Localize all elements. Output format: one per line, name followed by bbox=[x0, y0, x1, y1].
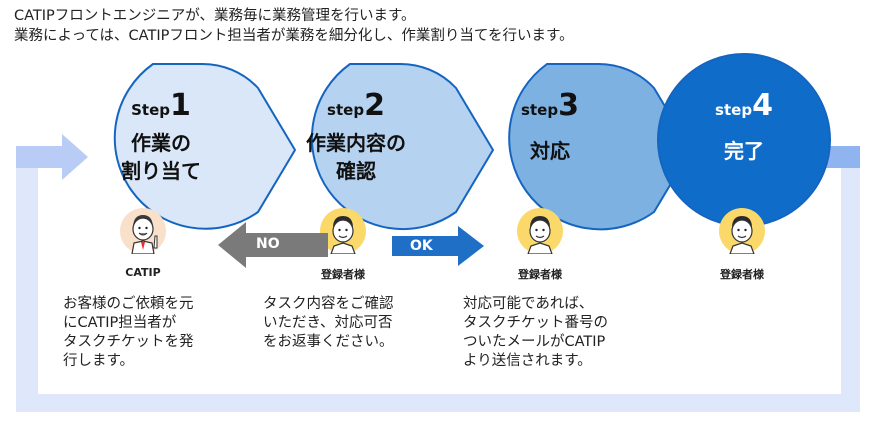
step-2-description-line: をお返事ください。 bbox=[263, 334, 394, 350]
step-3-shape bbox=[508, 62, 693, 231]
step-1-label: Step bbox=[131, 101, 170, 119]
step-2-title: 作業内容の 確認 bbox=[276, 129, 436, 185]
person-label-catip: CATIP bbox=[125, 266, 161, 279]
step-3-description: 対応可能であれば、 タスクチケット番号の ついたメールがCATIP より送信され… bbox=[463, 295, 608, 371]
person-label-3: 登録者様 bbox=[518, 268, 562, 281]
ok-arrow bbox=[392, 226, 484, 266]
step-3: step3 対応 bbox=[475, 88, 625, 165]
person-icon bbox=[527, 216, 553, 254]
step-2-description: タスク内容をご確認 いただき、対応可否 をお返事ください。 bbox=[263, 295, 394, 352]
step-1-description: お客様のご依頼を元 にCATIP担当者が タスクチケットを発 行します。 bbox=[63, 295, 194, 371]
step-1-title-line-2: 割り当て bbox=[121, 159, 201, 183]
step-1-number: 1 bbox=[170, 88, 191, 123]
step-3-description-line: タスクチケット番号の bbox=[463, 315, 608, 331]
step-3-description-line: 対応可能であれば、 bbox=[463, 296, 594, 312]
step-1: Step1 作業の 割り当て bbox=[86, 88, 236, 185]
step-2-description-line: タスク内容をご確認 bbox=[263, 296, 394, 312]
step-3-title-line-1: 対応 bbox=[530, 139, 570, 163]
person-pointing-icon bbox=[131, 215, 158, 254]
intro-line-1: CATIPフロントエンジニアが、業務毎に業務管理を行います。 bbox=[14, 8, 416, 24]
person-icon bbox=[729, 216, 755, 254]
loop-frame-bottom bbox=[16, 394, 860, 412]
avatar-catip bbox=[120, 208, 166, 254]
step-2-description-line: いただき、対応可否 bbox=[263, 315, 393, 331]
step-3-description-line: より送信されます。 bbox=[463, 353, 592, 369]
step-3-description-line: ついたメールがCATIP bbox=[463, 334, 606, 350]
step-4-title: 完了 bbox=[669, 137, 819, 165]
ok-arrow-label: OK bbox=[410, 238, 433, 254]
step-3-title: 対応 bbox=[475, 137, 625, 165]
intro-text: CATIPフロントエンジニアが、業務毎に業務管理を行います。 業務によっては、C… bbox=[14, 6, 574, 46]
step-3-label: step bbox=[521, 101, 559, 119]
loop-frame-left bbox=[16, 150, 38, 412]
step-2-title-line-1: 作業内容の bbox=[306, 131, 406, 155]
step-1-description-line: 行します。 bbox=[63, 353, 135, 369]
step-4-number: 4 bbox=[752, 88, 773, 123]
avatar-registrant-4 bbox=[719, 208, 765, 254]
person-label-2: 登録者様 bbox=[321, 268, 365, 281]
step-4: step4 完了 bbox=[669, 88, 819, 165]
loop-arrow-head bbox=[62, 134, 88, 180]
step-4-title-line-1: 完了 bbox=[724, 139, 764, 163]
no-arrow-label: NO bbox=[256, 236, 280, 252]
intro-line-2: 業務によっては、CATIPフロント担当者が業務を細分化し、作業割り当てを行います… bbox=[14, 28, 574, 44]
step-2-label: step bbox=[327, 101, 365, 119]
step-2-title-line-2: 確認 bbox=[336, 159, 376, 183]
step-2: step2 作業内容の 確認 bbox=[276, 88, 436, 185]
no-arrow bbox=[218, 222, 328, 268]
step-3-number: 3 bbox=[558, 88, 579, 123]
person-icon bbox=[330, 216, 356, 254]
step-2-number: 2 bbox=[364, 88, 385, 123]
step-1-title-line-1: 作業の bbox=[131, 131, 191, 155]
step-1-description-line: にCATIP担当者が bbox=[63, 315, 177, 331]
loop-frame-right bbox=[841, 150, 860, 412]
step-1-description-line: タスクチケットを発 bbox=[63, 334, 194, 350]
step-2-shape bbox=[310, 62, 495, 231]
step-1-description-line: お客様のご依頼を元 bbox=[63, 296, 194, 312]
avatar-registrant-3 bbox=[517, 208, 563, 254]
step-1-shape bbox=[113, 62, 297, 230]
person-label-4: 登録者様 bbox=[720, 268, 764, 281]
loop-frame-top-left bbox=[16, 146, 66, 168]
step-4-label: step bbox=[715, 101, 753, 119]
step-1-title: 作業の 割り当て bbox=[86, 129, 236, 185]
